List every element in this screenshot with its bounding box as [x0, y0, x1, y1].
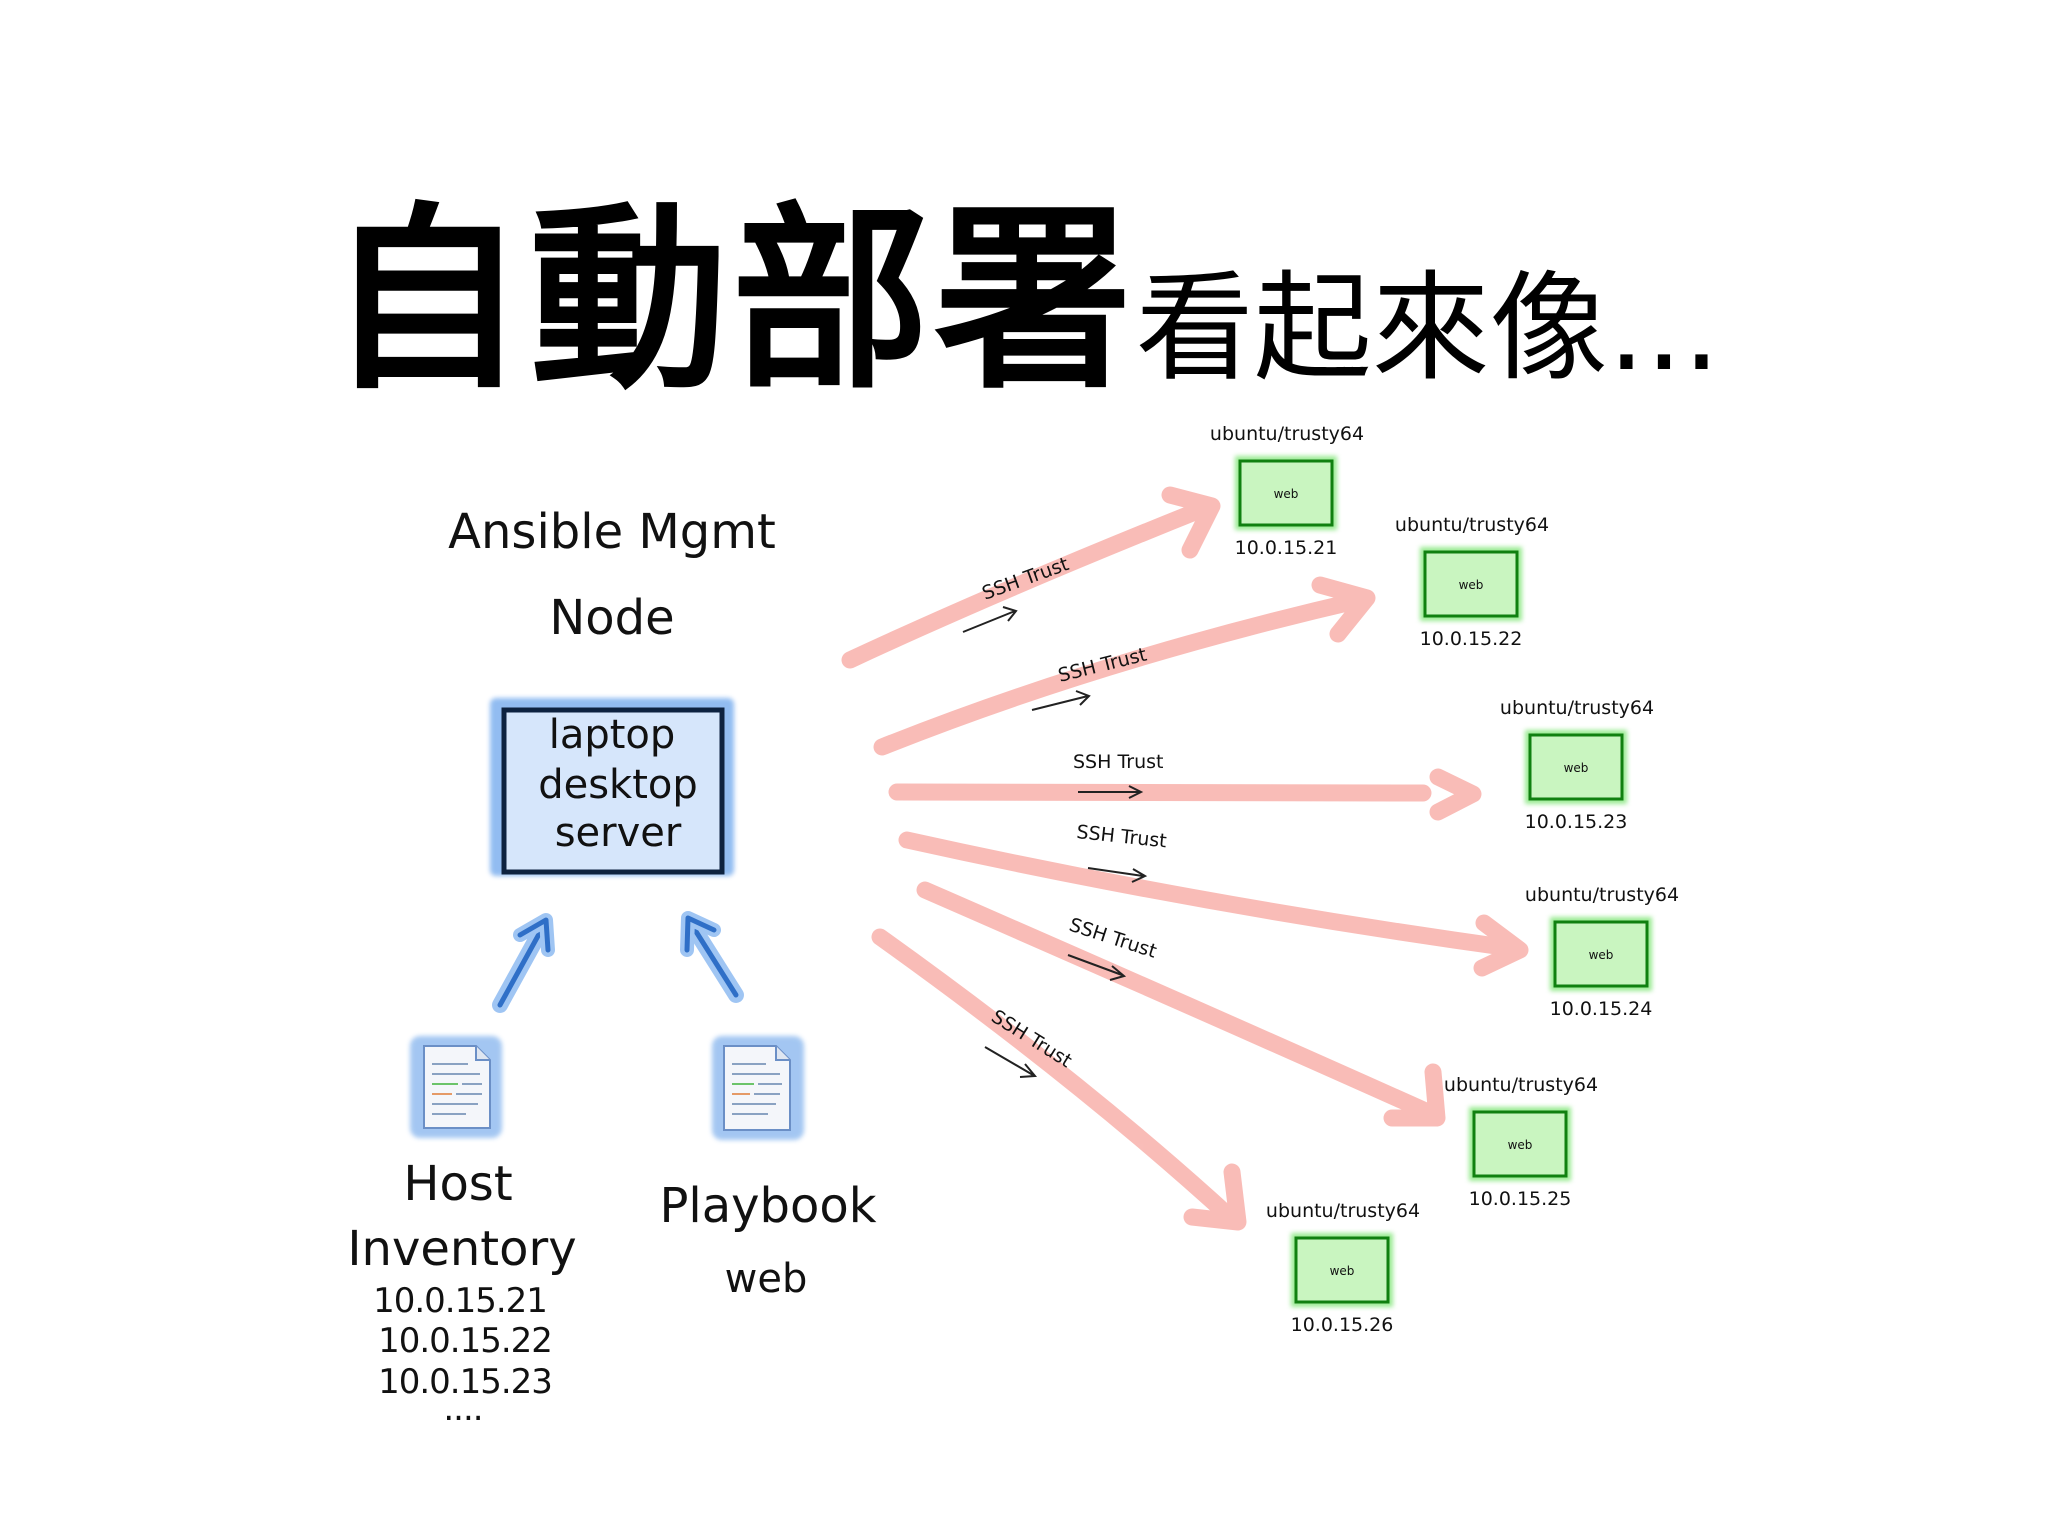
mgmt-node-heading-line1: Ansible Mgmt [448, 504, 776, 560]
target-ip: 10.0.15.24 [1550, 998, 1653, 1020]
target-group: web [1589, 948, 1614, 962]
ssh-arrow-6 [871, 928, 1247, 1231]
target-server-6: ubuntu/trusty64 web 10.0.15.26 [1266, 1200, 1420, 1336]
target-group: web [1564, 761, 1589, 775]
ssh-arrow-4 [898, 831, 1529, 977]
mgmt-node-box [501, 707, 725, 875]
target-image: ubuntu/trusty64 [1395, 514, 1549, 536]
target-image: ubuntu/trusty64 [1500, 697, 1654, 719]
inventory-upload-arrow [492, 913, 555, 1013]
playbook-label: Playbook [659, 1178, 876, 1234]
ssh-arrow-3 [888, 768, 1482, 821]
mgmt-node-role-server: server [555, 810, 682, 856]
ssh-direction-arrow-1 [962, 606, 1018, 633]
target-group: web [1330, 1264, 1355, 1278]
title-subtitle: 看起來像... [1135, 259, 1721, 397]
mgmt-node-role-desktop: desktop [538, 762, 698, 808]
inventory-label-line2: Inventory [347, 1221, 576, 1277]
target-image: ubuntu/trusty64 [1266, 1200, 1420, 1222]
ssh-direction-arrow-4 [1087, 867, 1148, 883]
ssh-arrow-2 [873, 576, 1376, 756]
server-box [1472, 1110, 1568, 1178]
inventory-entry-1: 10.0.15.21 [373, 1281, 547, 1321]
target-ip: 10.0.15.22 [1420, 628, 1523, 650]
server-box [1294, 1236, 1390, 1304]
target-server-1: ubuntu/trusty64 web 10.0.15.21 [1210, 423, 1364, 559]
target-image: ubuntu/trusty64 [1444, 1074, 1598, 1096]
target-group: web [1508, 1138, 1533, 1152]
ssh-labels: SSH Trust SSH Trust SSH Trust SSH Trust … [962, 553, 1168, 1078]
server-box [1423, 550, 1519, 618]
ssh-arrow-5 [916, 881, 1446, 1127]
inventory-entry-2: 10.0.15.22 [378, 1321, 552, 1361]
target-image: ubuntu/trusty64 [1525, 884, 1679, 906]
ssh-label-2: SSH Trust [1056, 644, 1149, 687]
target-server-4: ubuntu/trusty64 web 10.0.15.24 [1525, 884, 1679, 1020]
ssh-arrows [841, 486, 1529, 1231]
target-ip: 10.0.15.21 [1235, 537, 1338, 559]
playbook-upload-arrow [680, 911, 744, 1003]
target-ip: 10.0.15.23 [1525, 811, 1628, 833]
inventory-label-line1: Host [403, 1156, 512, 1212]
ssh-direction-arrow-3 [1078, 785, 1144, 799]
target-servers: ubuntu/trusty64 web 10.0.15.21 ubuntu/tr… [1210, 423, 1679, 1336]
ssh-label-4: SSH Trust [1075, 821, 1167, 852]
ssh-direction-arrow-6 [984, 1046, 1038, 1078]
target-server-2: ubuntu/trusty64 web 10.0.15.22 [1395, 514, 1549, 650]
target-ip: 10.0.15.25 [1469, 1188, 1572, 1210]
upload-arrows [492, 911, 744, 1013]
inventory-entry-3: 10.0.15.23 [378, 1362, 552, 1402]
target-group: web [1274, 487, 1299, 501]
target-server-5: ubuntu/trusty64 web 10.0.15.25 [1444, 1074, 1598, 1210]
mgmt-node-heading-line2: Node [549, 590, 674, 646]
management-node: Ansible Mgmt Node laptop desktop server [448, 504, 776, 876]
slide-title: 自動部署看起來像... [0, 140, 2048, 427]
host-inventory: Host Inventory 10.0.15.21 10.0.15.22 10.… [347, 1036, 577, 1429]
playbook-name: web [725, 1256, 808, 1302]
ssh-direction-arrow-2 [1031, 690, 1091, 711]
target-server-3: ubuntu/trusty64 web 10.0.15.23 [1500, 697, 1654, 833]
ssh-label-6: SSH Trust [987, 1006, 1075, 1073]
ssh-direction-arrow-5 [1067, 954, 1127, 981]
target-ip: 10.0.15.26 [1291, 1314, 1394, 1336]
target-image: ubuntu/trusty64 [1210, 423, 1364, 445]
server-box [1238, 459, 1334, 527]
playbook-document-icon [723, 1045, 791, 1131]
mgmt-node-role-laptop: laptop [549, 712, 676, 758]
server-box [1528, 733, 1624, 801]
ssh-label-3: SSH Trust [1073, 751, 1163, 773]
ssh-label-1: SSH Trust [979, 553, 1072, 605]
server-box [1553, 920, 1649, 988]
inventory-document-icon [423, 1045, 491, 1129]
ssh-arrow-1 [841, 486, 1221, 669]
title-main: 自動部署 [327, 185, 1136, 416]
inventory-entry-more: .... [443, 1389, 482, 1429]
playbook: Playbook web [659, 1036, 877, 1302]
target-group: web [1459, 578, 1484, 592]
